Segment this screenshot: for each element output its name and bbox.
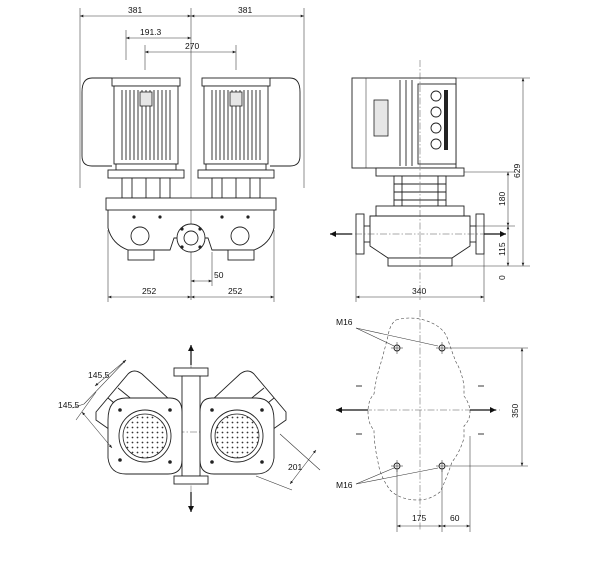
dim-115: 115 [497,242,507,256]
dim-252-left: 252 [142,286,156,296]
dim-0: 0 [497,275,507,280]
dim-201: 201 [288,462,302,472]
dim-350: 350 [510,404,520,418]
front-view: 381 381 191.3 270 [79,5,305,302]
top-view: 145.5 145.5 201 [58,345,321,512]
dim-50: 50 [214,270,224,280]
label-m16-bottom: M16 [336,480,353,490]
side-view: 629 180 115 0 340 [330,60,530,302]
dim-191-3: 191.3 [140,27,162,37]
label-m16-top: M16 [336,317,353,327]
left-motor [107,77,185,199]
dim-180: 180 [497,192,507,206]
front-pump-housing [105,197,277,261]
dim-381-right: 381 [238,5,252,15]
dim-252-right: 252 [228,286,242,296]
dim-145-5-lower: 145.5 [58,400,80,410]
dim-340: 340 [412,286,426,296]
right-motor [197,77,275,199]
dim-629: 629 [512,164,522,178]
dim-145-5-upper: 145.5 [88,370,110,380]
dim-270: 270 [185,41,199,51]
foundation-view: M16 M16 350 175 60 [336,310,528,532]
dim-60: 60 [450,513,460,523]
dim-381-left: 381 [128,5,142,15]
dim-175: 175 [412,513,426,523]
